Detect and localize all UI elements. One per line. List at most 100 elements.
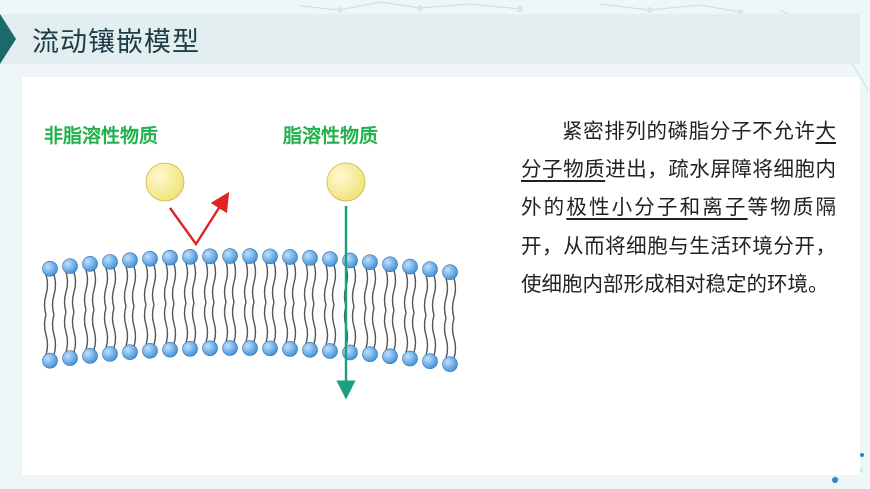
lipid-tail [271,302,277,343]
phospholipid-head [302,342,318,358]
lipid-tail [443,277,449,319]
lipid-tail [431,275,437,316]
lipid-tail [163,303,169,344]
lipid-tail [351,306,357,347]
lipid-molecule [326,162,366,202]
lipid-tail [391,310,397,351]
phospholipid-head [322,343,338,359]
lipid-tail [451,277,457,319]
lipid-tail [451,317,457,359]
lipid-tail [203,262,209,303]
phospholipid-head [102,254,118,270]
lipid-tail [411,272,417,313]
lipid-tail [311,303,317,345]
phospholipid-head [122,252,138,268]
title-accent-tab [0,14,16,64]
lipid-tail [363,308,369,349]
lipid-tail [111,307,117,349]
lipid-tail [331,304,337,346]
lipid-tail [191,302,197,344]
phospholipid-head [102,346,118,362]
phospholipid-head [162,341,178,358]
lipid-tail [383,310,389,351]
underlined-term: 极性小分子和离子 [566,195,748,220]
lipid-tail [323,264,329,306]
lipid-tail [403,312,409,353]
phospholipid-head [262,248,278,265]
lipid-tail [331,264,337,306]
lipid-tail [263,262,269,303]
lipid-tail [411,312,417,353]
text-segment: 等物质隔开，从而将细胞与生活环境分开，使细胞内部形成相对稳定的环境。 [521,195,837,296]
phospholipid-head [402,258,418,275]
lipid-tail [351,266,357,307]
lipid-tail [103,267,109,309]
text-segment: 紧密排列的磷脂分子不允许 [562,119,816,143]
lipid-tail [131,305,137,347]
lipid-tail [51,274,57,315]
phospholipid-head [442,264,458,280]
lipid-tail [183,302,189,344]
phospholipid-head [162,249,178,266]
phospholipid-head [82,348,98,364]
lipid-tail [423,275,429,316]
phospholipid-head [242,248,258,264]
lipid-tail [303,263,309,305]
lipid-tail [123,265,129,307]
lipid-tail [211,302,217,343]
lipid-tail [223,261,229,303]
lipid-tail [263,302,269,343]
phospholipid-head [202,340,218,357]
phospholipid-head [362,346,378,363]
lipid-tail [303,303,309,345]
lipid-tail [223,301,229,343]
phospholipid-head [62,258,78,274]
lipid-tail [371,268,377,309]
lipid-tail [243,261,249,303]
lipid-tail [111,267,117,309]
description-paragraph: 紧密排列的磷脂分子不允许大分子物质进出，疏水屏障将细胞内外的极性小分子和离子等物… [521,112,836,303]
lipid-tail [291,302,297,344]
phospholipid-head [382,348,398,365]
lipid-tail [143,304,149,345]
lipid-tail [43,314,49,355]
phospholipid-head [142,342,158,359]
phospholipid-head [42,260,58,277]
lipid-tail [151,264,157,305]
lipid-tail [143,264,149,305]
page-title: 流动镶嵌模型 [32,27,200,58]
lipid-tail [283,262,289,304]
lipid-tail [103,307,109,349]
phospholipid-head [82,256,98,272]
phospholipid-head [202,248,218,265]
phospholipid-head [242,340,258,356]
text-segment: 进出，疏水屏障将细胞内外的 [521,157,837,220]
lipid-tail [163,263,169,304]
phospholipid-head [142,250,158,267]
lipid-tail [431,315,437,356]
phospholipid-head [42,352,58,369]
lipid-tail [251,261,257,303]
content-card [22,77,860,475]
reflect-arrow [169,191,230,247]
phospholipid-head [342,344,358,361]
lipid-tail [391,270,397,311]
lipid-soluble-label: 脂溶性物质 [283,125,379,147]
non-lipid-molecule [145,162,185,202]
lipid-tail [43,274,49,315]
lipid-tail [423,315,429,356]
phospholipid-head [62,350,78,366]
lipid-tail [171,263,177,304]
lipid-tail [371,308,377,349]
lipid-tail [311,263,317,305]
phospholipid-head [222,340,238,356]
phospholipid-head [302,250,318,266]
lipid-tail [151,304,157,345]
lipid-tail [171,303,177,344]
phospholipid-head [422,353,438,370]
lipid-tail [243,301,249,343]
lipid-tail [443,317,449,359]
non-lipid-soluble-label: 非脂溶性物质 [44,125,159,147]
lipid-tail [203,302,209,343]
lipid-tail [183,262,189,304]
